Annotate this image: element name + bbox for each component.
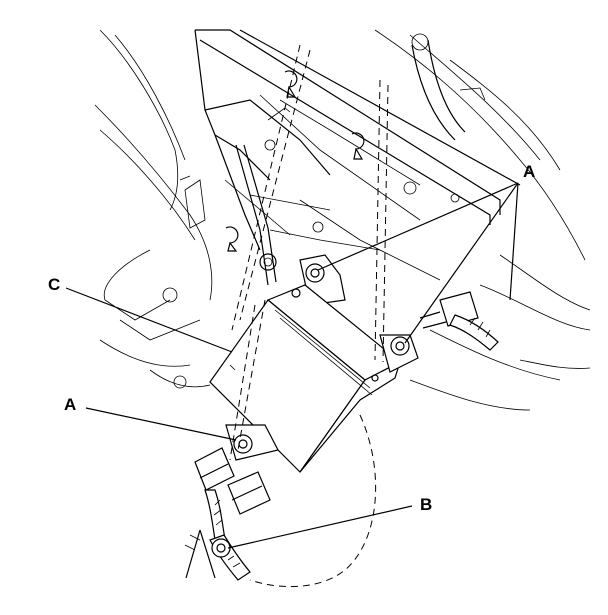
callout-c: C (48, 275, 60, 294)
mounting-bracket (194, 29, 521, 281)
bottom-harness-connectors (184, 447, 271, 581)
bolt-right (390, 336, 410, 356)
keyhole-slots (225, 70, 365, 252)
detail-ellipse (249, 414, 377, 587)
callout-b: B (420, 495, 432, 514)
vehicle-body-panel (94, 29, 213, 389)
alignment-dashed-lines (229, 44, 389, 461)
right-harness-connector (419, 291, 499, 351)
callout-a-top: A (523, 162, 535, 181)
leader-lines (65, 182, 519, 579)
bolt-bottom (233, 434, 253, 454)
right-trim (374, 29, 591, 411)
callout-a-left: A (64, 395, 76, 414)
bolt-top (305, 263, 325, 283)
support-rod (235, 144, 277, 286)
